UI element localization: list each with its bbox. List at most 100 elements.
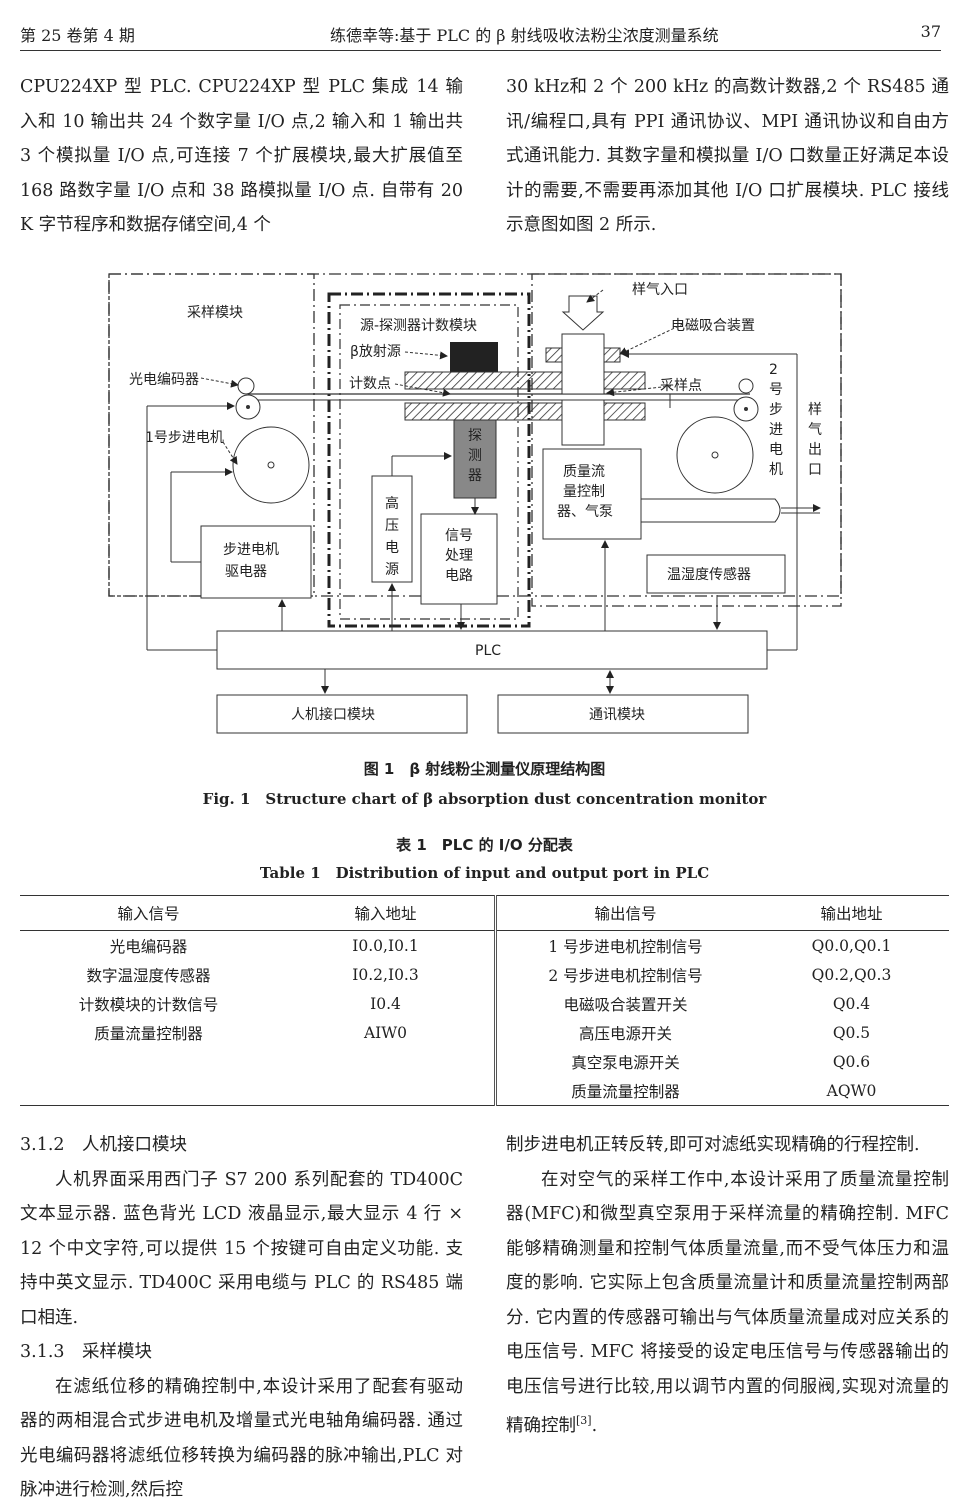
upper-plate <box>404 371 646 390</box>
bottom-left-column: 3.1.2 人机接口模块 人机界面采用西门子 S7 200 系列配套的 TD40… <box>20 1128 463 1508</box>
detector-box <box>453 419 497 499</box>
journal-issue: 第 25 卷第 4 期 <box>20 26 135 45</box>
citation[interactable]: [3] <box>576 1414 592 1427</box>
motor1-reel <box>232 426 310 504</box>
plc-label: PLC <box>475 643 501 659</box>
hv-c3: 源 <box>385 562 399 578</box>
motor1-label: 1号步进电机 <box>145 430 224 446</box>
hv-c0: 高 <box>385 495 399 512</box>
hmi-box <box>216 694 468 734</box>
cell: Q0.5 <box>832 1023 871 1042</box>
table-caption-cn: 表 1 PLC 的 I/O 分配表 <box>396 836 573 854</box>
cell <box>20 1076 277 1106</box>
header-output-signal: 输出信号 <box>495 895 754 931</box>
sig-l0: 信号 <box>445 528 473 544</box>
paragraph: 在滤纸位移的精确控制中,本设计采用了配套有驱动器的两相混合式步进电机及增量式光电… <box>20 1376 463 1501</box>
counting-module-frame <box>327 292 531 628</box>
outlet-c0: 样 <box>808 402 822 418</box>
cell: 电磁吸合装置开关 <box>563 995 688 1014</box>
count-point-label: 计数点 <box>349 376 391 392</box>
paragraph-text: 在对空气的采样工作中,本设计采用了质量流量控制器(MFC)和微型真空泵用于采样流… <box>506 1169 949 1436</box>
table-row: 质量流量控制器 AIW0 高压电源开关 Q0.5 <box>20 1018 949 1047</box>
beta-source-block <box>450 342 498 372</box>
motor2-c1: 号 <box>769 382 783 398</box>
io-allocation-table: 输入信号 输入地址 输出信号 输出地址 光电编码器 I0.0,I0.1 1 号步… <box>20 895 949 1106</box>
sig-l2: 电路 <box>445 568 473 584</box>
detector-c0: 探 <box>468 428 482 444</box>
table-row: 真空泵电源开关 Q0.6 <box>20 1047 949 1076</box>
page-number: 37 <box>920 22 941 41</box>
paragraph: CPU224XP 型 PLC. CPU224XP 型 PLC 集成 14 输入和… <box>20 77 463 235</box>
counting-module-label: 源-探测器计数模块 <box>360 318 477 334</box>
cell: I0.2,I0.3 <box>277 960 497 989</box>
header-input-signal: 输入信号 <box>20 895 277 931</box>
mfc-l2: 器、气泵 <box>557 504 613 520</box>
cell: Q0.6 <box>832 1052 871 1071</box>
lower-plate <box>404 402 646 421</box>
temp-sensor-label: 温湿度传感器 <box>667 566 751 583</box>
hv-power-box <box>371 475 413 583</box>
section-heading: 3.1.3 采样模块 <box>20 1342 153 1362</box>
header-output-address: 输出地址 <box>754 895 949 931</box>
cell: Q0.4 <box>832 994 871 1013</box>
sampling-module-right-frame <box>531 273 842 607</box>
bottom-right-column: 制步进电机正转反转,即可对滤纸实现精确的行程控制. 在对空气的采样工作中,本设计… <box>506 1128 949 1443</box>
hv-c1: 压 <box>385 518 399 534</box>
cell: I0.4 <box>277 989 497 1018</box>
cell <box>20 1047 277 1076</box>
cell: I0.0,I0.1 <box>277 930 497 960</box>
table-row: 光电编码器 I0.0,I0.1 1 号步进电机控制信号 Q0.0,Q0.1 <box>20 930 949 960</box>
header-input-address: 输入地址 <box>277 895 497 931</box>
table-header-row: 输入信号 输入地址 输出信号 输出地址 <box>20 895 949 931</box>
sample-point-label: 采样点 <box>660 378 702 394</box>
hmi-label: 人机接口模块 <box>291 706 375 723</box>
top-right-column: 30 kHz和 2 个 200 kHz 的高数计数器,2 个 RS485 通讯/… <box>506 70 949 243</box>
driver-box <box>200 525 312 599</box>
outlet-c3: 口 <box>808 462 822 478</box>
detector-c2: 器 <box>468 468 482 484</box>
motor2-c0: 2 <box>769 362 778 378</box>
motor2-c5: 机 <box>769 462 783 478</box>
comm-label: 通讯模块 <box>589 707 645 723</box>
detector-c1: 测 <box>468 448 482 464</box>
outlet-c1: 气 <box>808 422 822 438</box>
beta-source-label: β放射源 <box>350 344 401 360</box>
paragraph-end: . <box>591 1415 598 1436</box>
cell: 光电编码器 <box>109 937 188 956</box>
cell: 真空泵电源开关 <box>571 1053 680 1072</box>
motor2-reel <box>676 416 754 494</box>
driver-l1: 驱电器 <box>225 564 267 580</box>
cell <box>277 1076 497 1106</box>
table-row: 计数模块的计数信号 I0.4 电磁吸合装置开关 Q0.4 <box>20 989 949 1018</box>
paragraph: 在对空气的采样工作中,本设计采用了质量流量控制器(MFC)和微型真空泵用于采样流… <box>506 1163 949 1444</box>
cell: Q0.2,Q0.3 <box>811 965 892 984</box>
cell: Q0.0,Q0.1 <box>811 936 892 955</box>
figure-caption-en: Fig. 1 Structure chart of β absorption d… <box>202 790 767 808</box>
mfc-pump-box <box>542 448 642 540</box>
sig-l1: 处理 <box>445 548 473 564</box>
figure-1-diagram: 采样模块 源-探测器计数模块 β放射源 计数点 样气入口 电磁吸合装置 采样点 … <box>105 268 845 748</box>
cell: AIW0 <box>277 1018 497 1047</box>
table-row: 数字温湿度传感器 I0.2,I0.3 2 号步进电机控制信号 Q0.2,Q0.3 <box>20 960 949 989</box>
top-left-column: CPU224XP 型 PLC. CPU224XP 型 PLC 集成 14 输入和… <box>20 70 463 243</box>
cell: 质量流量控制器 <box>571 1082 680 1101</box>
hv-c2: 电 <box>385 540 399 556</box>
section-heading: 3.1.2 人机接口模块 <box>20 1135 188 1155</box>
motor2-c2: 步 <box>769 402 783 418</box>
cell: AQW0 <box>826 1081 877 1100</box>
paragraph: 制步进电机正转反转,即可对滤纸实现精确的行程控制. <box>506 1135 920 1155</box>
paragraph: 人机界面采用西门子 S7 200 系列配套的 TD400C 文本显示器. 蓝色背… <box>20 1169 463 1328</box>
cell: 2 号步进电机控制信号 <box>548 966 703 985</box>
cell: 计数模块的计数信号 <box>78 995 219 1014</box>
cell: 数字温湿度传感器 <box>86 966 211 985</box>
encoder-roller <box>237 377 255 395</box>
driver-l0: 步进电机 <box>223 542 279 558</box>
outlet-c2: 出 <box>808 442 822 458</box>
temp-sensor-box <box>646 554 786 594</box>
sample-inlet-label: 样气入口 <box>632 282 688 298</box>
mfc-l0: 质量流 <box>563 464 605 480</box>
cell: 1 号步进电机控制信号 <box>548 937 703 956</box>
comm-box <box>497 694 749 734</box>
inlet-arrow <box>561 295 605 331</box>
running-header: 第 25 卷第 4 期 练德幸等:基于 PLC 的 β 射线吸收法粉尘浓度测量系… <box>20 20 941 51</box>
